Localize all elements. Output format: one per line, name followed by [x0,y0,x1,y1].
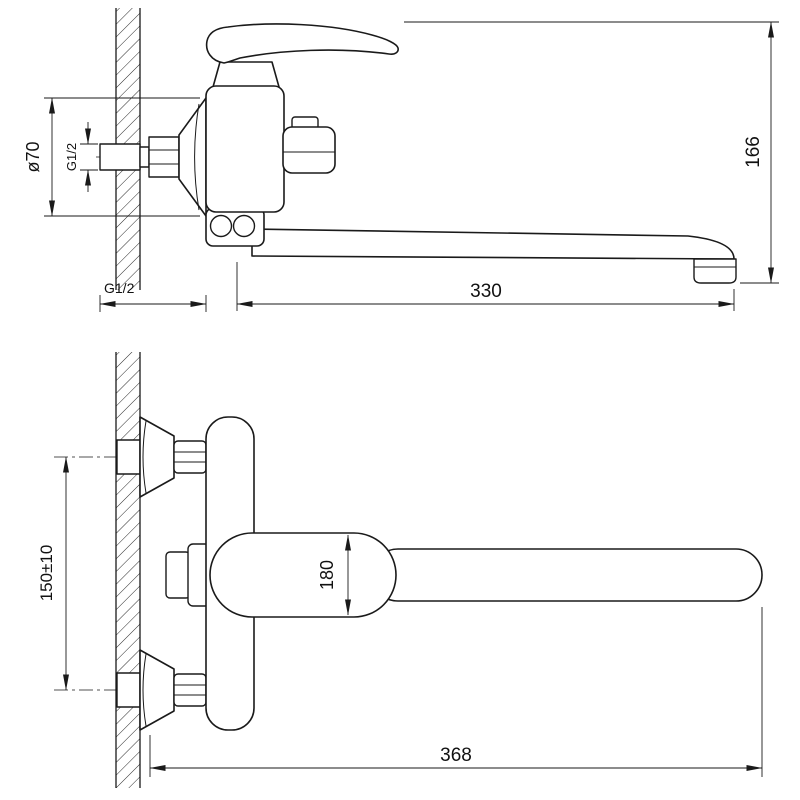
lever-handle-front [209,532,397,618]
dim-height-166: 166 [404,21,779,284]
escutcheon-upper [139,416,175,498]
dimension-label-height: 166 [743,136,764,168]
collar-nut-lower [173,673,207,707]
dim-total-length-368: 368 [149,607,763,777]
cartridge-boss-outer [165,551,191,599]
dimension-label-thread-bottom: G1/2 [104,280,135,296]
diverter-knob [282,126,336,174]
union-nut-circle [209,214,233,238]
dimension-label-total-length: 368 [440,745,472,766]
escutcheon-side [178,97,207,217]
side-view-drawing: ø70 G1/2 166 G1/2 330 [23,8,779,312]
eccentric-nut [148,136,180,178]
dimension-label-diameter: ø70 [23,141,43,172]
spout-side [251,228,735,260]
union-nut-circle [232,214,256,238]
dimension-label-spout-height: 180 [317,560,337,590]
escutcheon-lower [139,649,175,731]
dim-diameter-70: ø70 [23,97,200,217]
aerator [693,258,737,284]
lever-handle-side [205,23,399,64]
dimension-label-thread: G1/2 [64,143,79,171]
dim-spout-height-180: 180 [317,534,351,616]
dim-thread-bottom: G1/2 [99,280,207,312]
dim-spout-reach-330: 330 [236,262,735,311]
dim-thread-side: G1/2 [64,122,98,192]
front-view-drawing: 150±10 180 368 [37,352,763,788]
dimension-label-spout-reach: 330 [470,281,502,302]
spout-front [371,548,763,602]
supply-pipe [99,143,141,171]
wall-hatch [116,352,140,788]
wall-section-front [115,352,141,788]
dim-inlet-spacing-150: 150±10 [37,456,69,691]
cartridge-cap [212,61,280,88]
faucet-body-side [205,85,285,213]
eccentric-collar [139,146,150,168]
dimension-label-inlet-spacing: 150±10 [37,545,56,602]
inlet-nut-lower [116,672,141,708]
inlet-nut-upper [116,439,141,475]
collar-nut-upper [173,440,207,474]
